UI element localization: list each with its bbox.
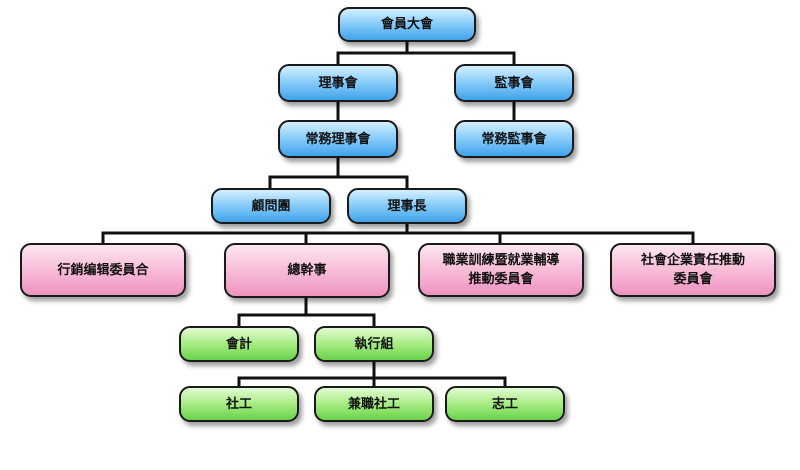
node-board-of-supervisors: 監事會 (454, 64, 574, 102)
node-part-time-social-worker: 兼職社工 (314, 386, 434, 422)
node-standing-directors: 常務理事會 (278, 120, 398, 158)
connector-assembly-to-councils (336, 40, 516, 66)
node-secretary-general: 總幹事 (224, 243, 390, 298)
node-chairman-label: 理事長 (387, 198, 427, 214)
node-vocational-committee-label: 職業訓練暨就業輔導 推動委員會 (442, 253, 560, 287)
node-marketing-committee-label: 行銷编辑委員合 (57, 262, 149, 278)
node-vocational-committee: 職業訓練暨就業輔導 推動委員會 (418, 243, 584, 297)
node-chairman: 理事長 (347, 188, 467, 224)
node-advisory-group-label: 顧問團 (251, 198, 291, 214)
node-standing-supervisors-label: 常務監事會 (481, 131, 547, 147)
node-social-worker: 社工 (179, 386, 299, 422)
node-members-assembly-label: 會員大會 (380, 17, 433, 32)
node-csr-committee: 社會企業責任推動 委員會 (610, 243, 776, 297)
node-standing-supervisors: 常務監事會 (454, 120, 574, 158)
node-secretary-general-label: 總幹事 (287, 263, 327, 278)
node-accounting: 會計 (179, 326, 299, 362)
node-executive-team-label: 執行組 (354, 336, 394, 352)
connector-secretary-to-teams (237, 296, 376, 328)
node-board-of-directors-label: 理事會 (318, 75, 358, 91)
node-executive-team: 執行組 (314, 326, 434, 362)
node-volunteer: 志工 (445, 386, 565, 422)
node-board-of-directors: 理事會 (278, 64, 398, 102)
node-social-worker-label: 社工 (225, 396, 252, 412)
node-board-of-supervisors-label: 監事會 (494, 75, 534, 91)
connector-executive-to-staff (237, 360, 507, 388)
node-csr-committee-label: 社會企業責任推動 委員會 (640, 253, 745, 287)
node-accounting-label: 會計 (225, 336, 252, 352)
node-part-time-social-worker-label: 兼職社工 (347, 396, 400, 412)
node-members-assembly: 會員大會 (338, 7, 476, 42)
connector-standing-to-advisory-chairman (268, 156, 409, 190)
connector-chairman-to-committees (101, 222, 695, 245)
node-marketing-committee: 行銷编辑委員合 (20, 243, 186, 297)
node-standing-directors-label: 常務理事會 (305, 131, 371, 147)
node-volunteer-label: 志工 (491, 396, 518, 412)
node-advisory-group: 顧問團 (211, 188, 331, 224)
